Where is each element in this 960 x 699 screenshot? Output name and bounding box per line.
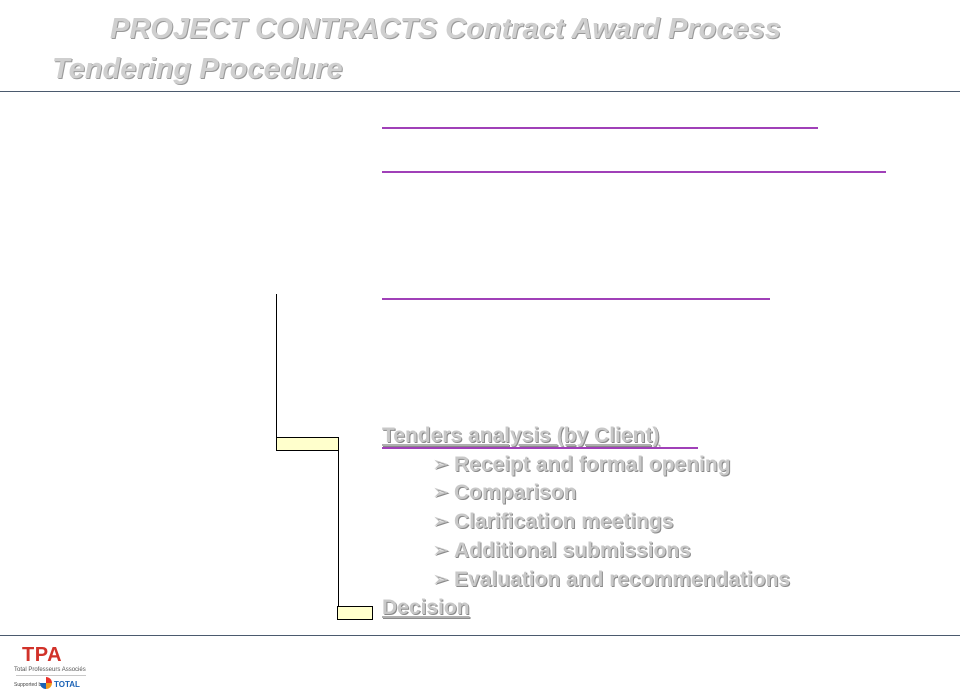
section-underline-2 [382, 171, 886, 173]
analysis-heading: Tenders analysis (by Client) [382, 424, 660, 447]
decision-heading: Decision [382, 596, 470, 619]
logo-subtitle: Total Professeurs Associés [14, 667, 86, 673]
total-ball-icon [40, 677, 52, 689]
header-divider [0, 91, 960, 92]
list-item: ➢Clarification meetings [432, 510, 674, 533]
flow-box-analysis [276, 437, 339, 451]
list-item: ➢Evaluation and recommendations [432, 568, 791, 591]
flow-connector-vertical-1 [276, 294, 277, 450]
tpa-logo: TPA Total Professeurs Associés Supported… [14, 644, 90, 694]
supported-by-label: Supported by [14, 682, 44, 688]
list-item: ➢Additional submissions [432, 539, 691, 562]
footer-divider [0, 635, 960, 636]
arrow-bullet-icon: ➢ [432, 510, 450, 533]
list-item: ➢Comparison [432, 481, 577, 504]
title-line-1: PROJECT CONTRACTS Contract Award Process [110, 13, 781, 45]
total-logo-text: TOTAL [54, 680, 80, 689]
arrow-bullet-icon: ➢ [432, 568, 450, 591]
section-underline-1 [382, 127, 818, 129]
arrow-bullet-icon: ➢ [432, 539, 450, 562]
section-underline-3 [382, 298, 770, 300]
flow-box-decision [337, 606, 373, 620]
list-item: ➢Receipt and formal opening [432, 453, 731, 476]
arrow-bullet-icon: ➢ [432, 453, 450, 476]
logo-text: TPA [22, 644, 63, 666]
logo-divider [16, 675, 86, 676]
title-line-2: Tendering Procedure [52, 53, 343, 85]
flow-connector-vertical-2 [338, 437, 339, 615]
analysis-heading-underline [382, 447, 698, 449]
arrow-bullet-icon: ➢ [432, 481, 450, 504]
